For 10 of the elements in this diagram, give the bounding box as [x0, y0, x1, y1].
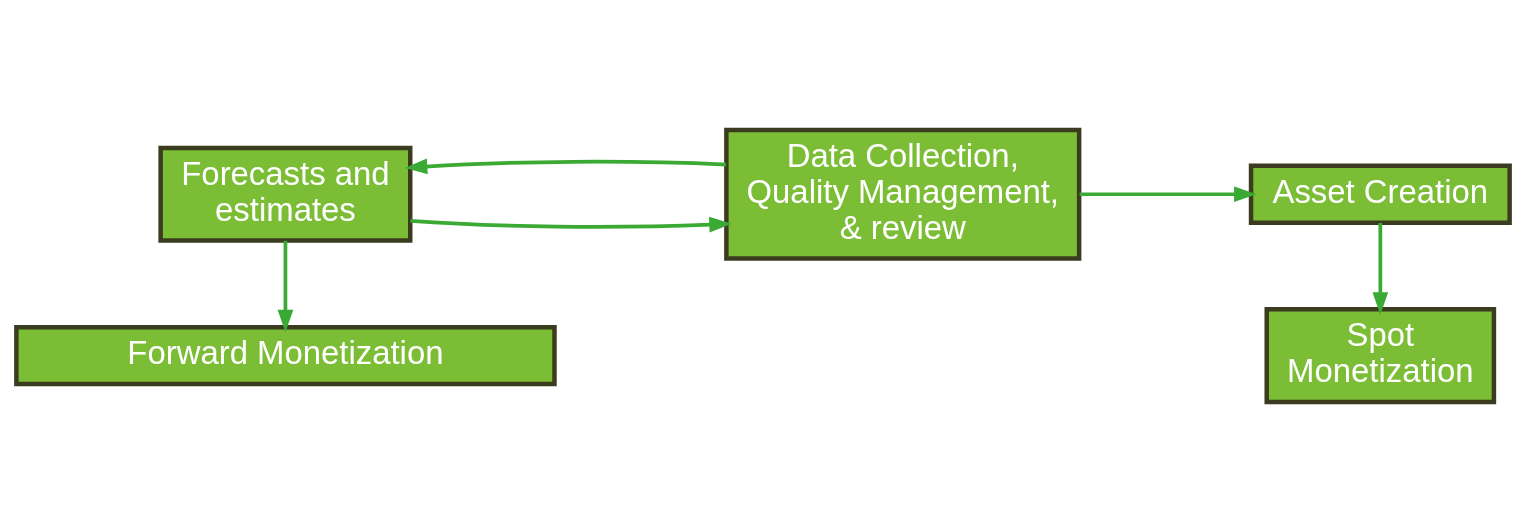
node-box: Data Collection, Quality Management, & review: [724, 127, 1082, 261]
arrow: [410, 216, 732, 232]
arrow: [404, 158, 727, 174]
node-box: Forward Monetization: [14, 324, 557, 386]
arrow: [277, 240, 294, 332]
arrow: [1079, 185, 1257, 202]
arrow: [1372, 222, 1389, 315]
node-box: Forecasts and estimates: [158, 145, 413, 243]
node-box: Asset Creation: [1248, 163, 1512, 225]
node-box: Spot Monetization: [1264, 306, 1497, 404]
